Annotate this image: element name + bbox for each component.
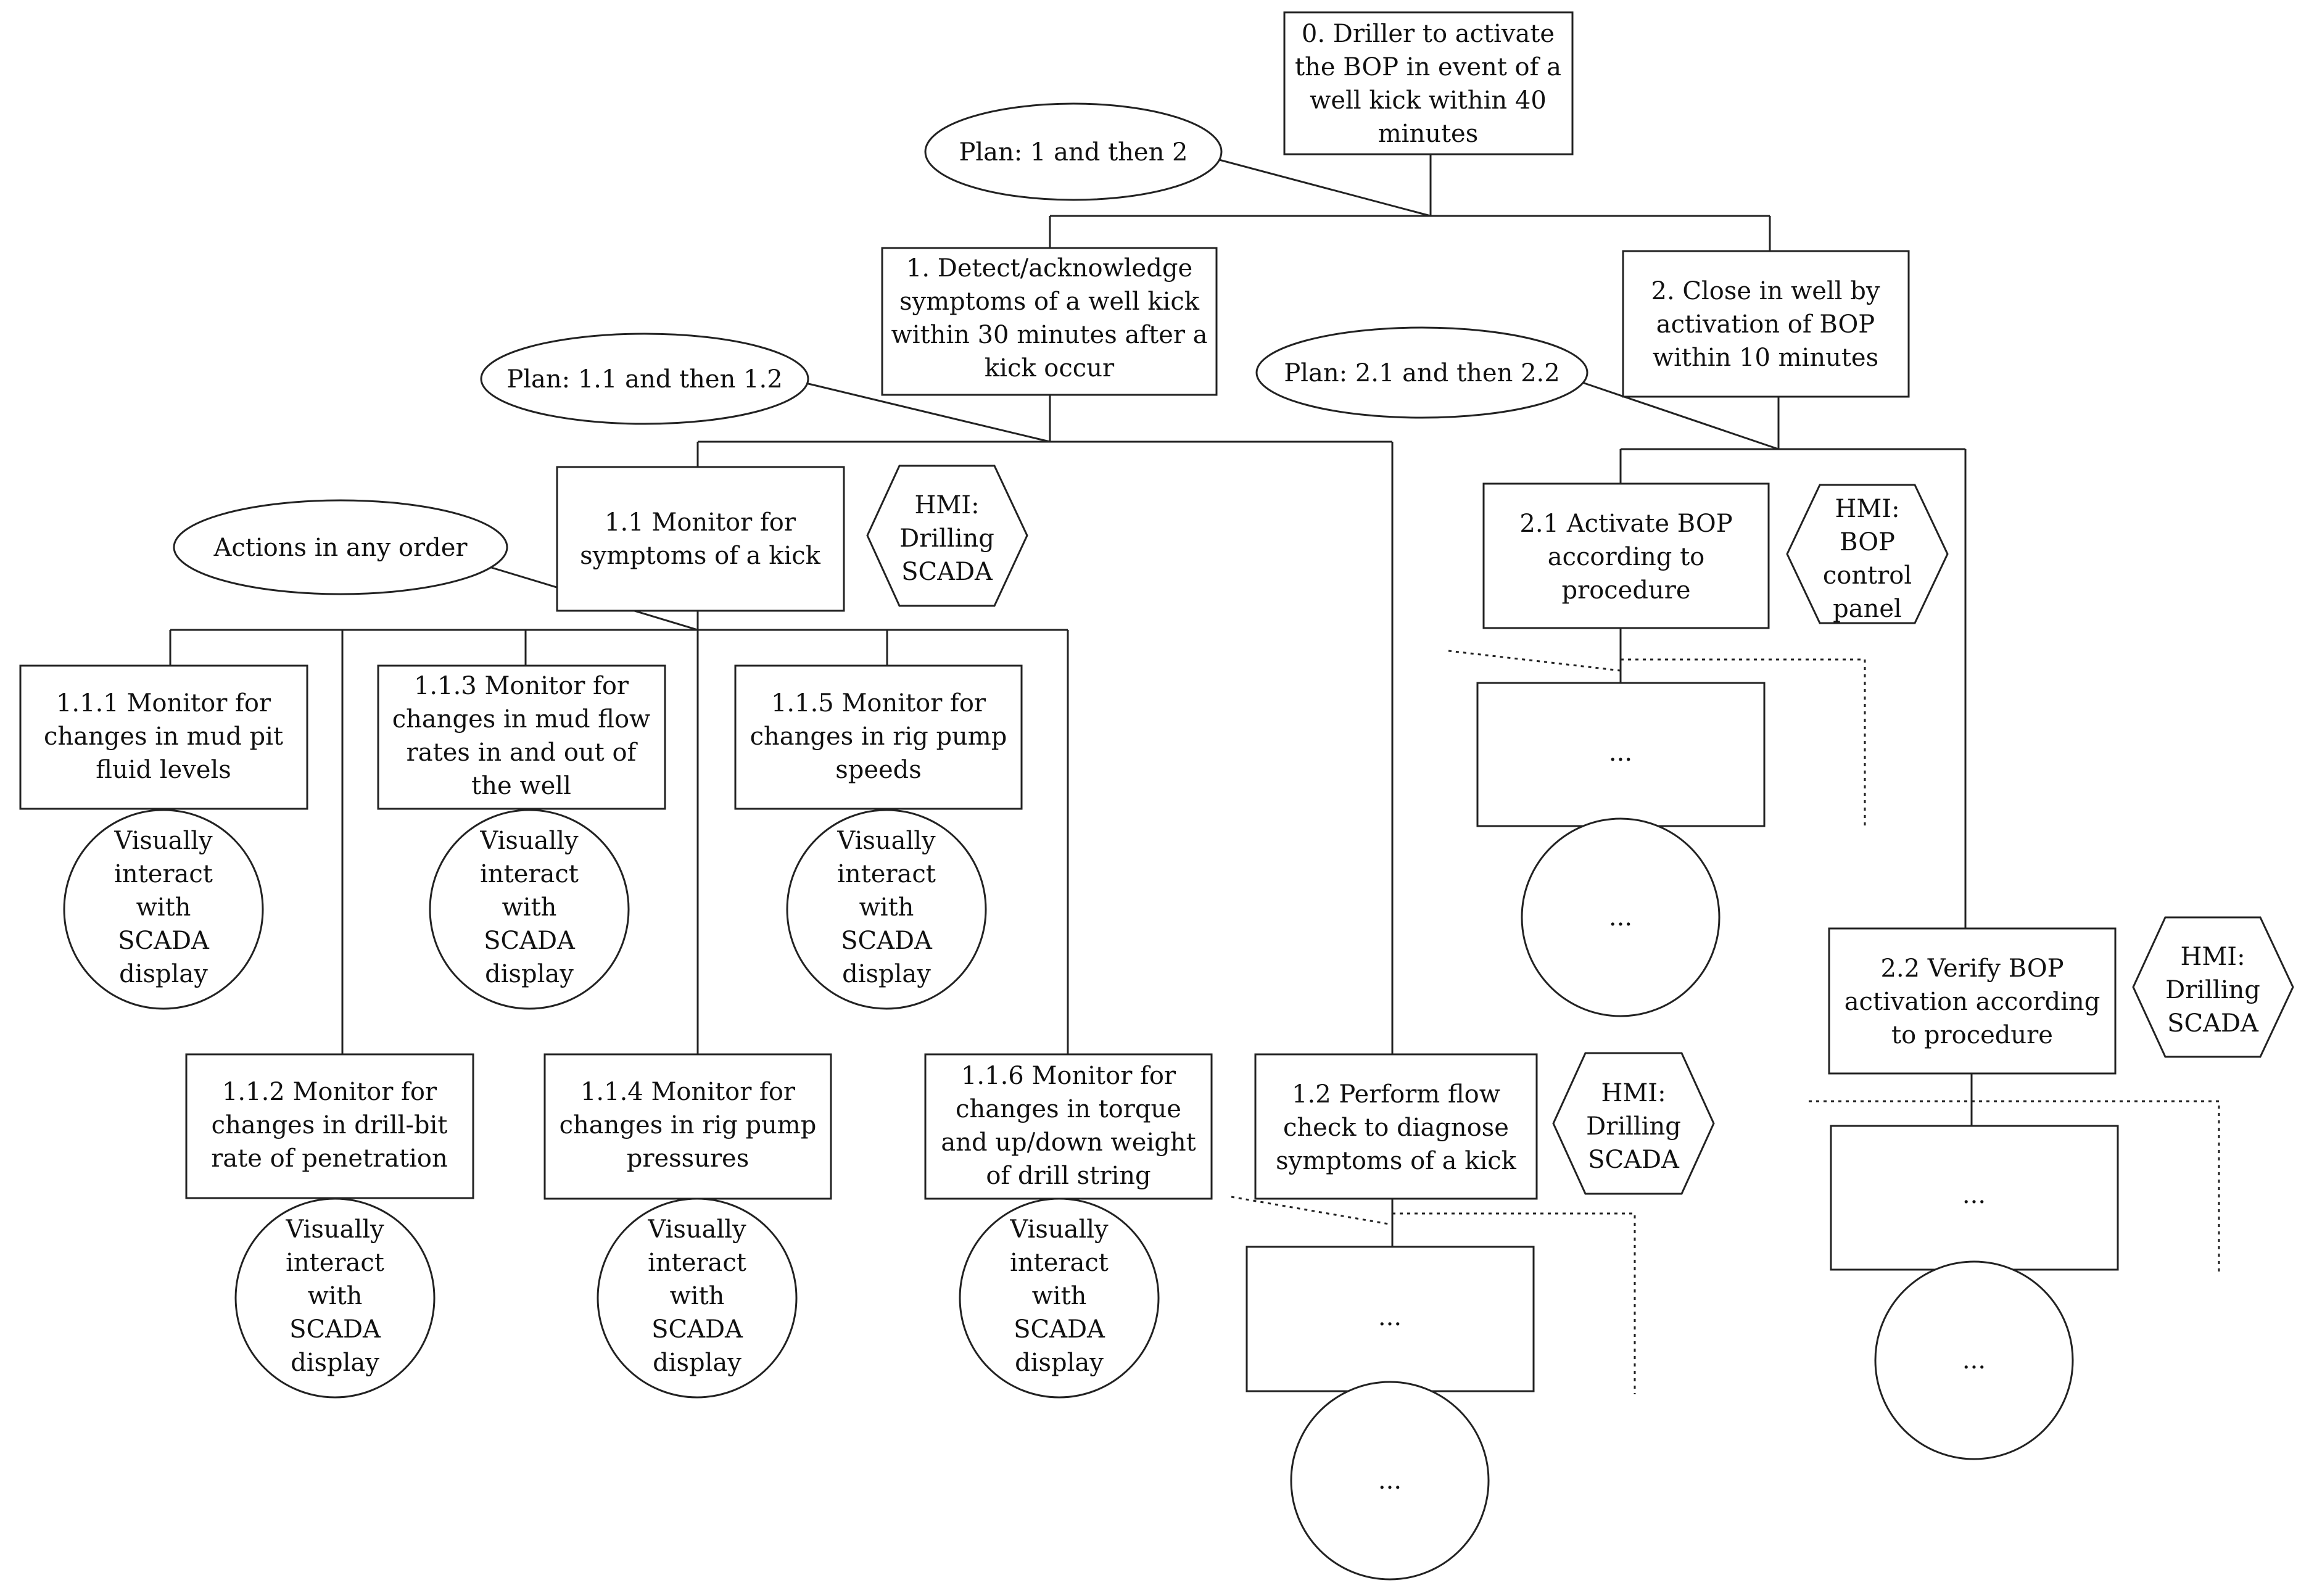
placeholder-circle-label: ...: [1609, 903, 1632, 932]
placeholder-label: ...: [1378, 1303, 1402, 1331]
connector-lines: [169, 154, 1973, 1247]
plan-label-2: Plan: 2.1 and then 2.2: [1284, 359, 1559, 387]
placeholder-label: ...: [1962, 1181, 1986, 1209]
placeholder-circle-1-2: ...: [1290, 1381, 1490, 1581]
plan-label-1: Plan: 1.1 and then 1.2: [506, 365, 782, 394]
placeholder-circle-2-1: ...: [1521, 817, 1721, 1017]
plan-ellipse-2: Plan: 2.1 and then 2.2: [1255, 326, 1588, 419]
placeholder-box-2-2: ...: [1830, 1125, 2119, 1271]
placeholder-circle-2-2: ...: [1874, 1260, 2074, 1460]
plan-label-0: Plan: 1 and then 2: [959, 138, 1188, 167]
placeholder-circle-label: ...: [1962, 1346, 1986, 1375]
placeholder-label: ...: [1609, 738, 1632, 767]
plan-ellipse-1: Plan: 1.1 and then 1.2: [480, 333, 809, 425]
plan-ellipse-0: Plan: 1 and then 2: [924, 102, 1223, 201]
placeholder-circle-label: ...: [1378, 1466, 1402, 1495]
placeholder-box-1-2: ...: [1246, 1246, 1535, 1392]
plan-label-1-1: Actions in any order: [213, 534, 468, 562]
dotted-placeholder-lines: [1231, 650, 2220, 1394]
plan-ellipse-1-1: Actions in any order: [173, 499, 508, 595]
placeholder-box-2-1: ...: [1476, 682, 1766, 827]
